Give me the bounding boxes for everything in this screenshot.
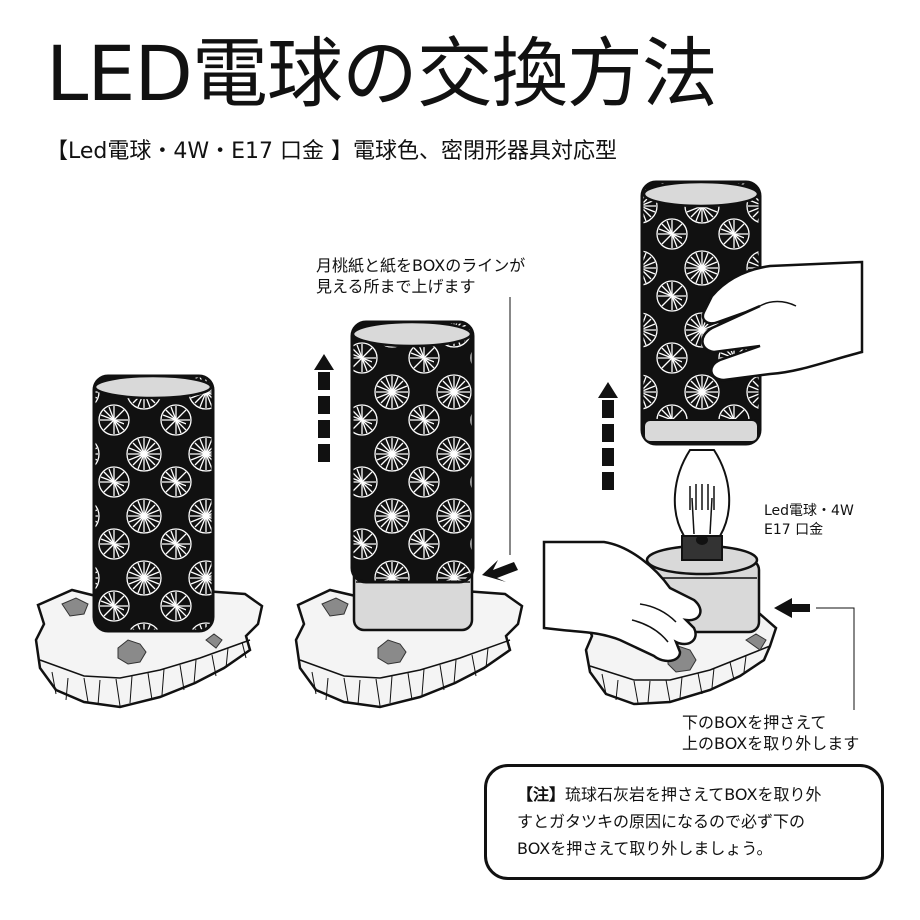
bulb-label-line1: Led電球・4W: [764, 503, 854, 519]
page-subtitle: 【Led電球・4W・E17 口金 】電球色、密閉形器具対応型: [46, 139, 618, 164]
lamp-3: [542, 180, 864, 710]
upper-hand: [701, 260, 864, 382]
lamp-shade-2: [350, 320, 475, 584]
caution-head: 【注】: [517, 785, 566, 804]
caution-text-1: 琉球石灰岩を押さえてBOXを取り外: [565, 785, 822, 804]
caution-line2: すとガタツキの原因になるので必ず下の: [517, 812, 806, 831]
left-arrow-icon: [774, 598, 810, 618]
step3-label: 下のBOXを押さえて 上のBOXを取り外します: [682, 712, 859, 754]
pointer-arrow-icon: [482, 560, 518, 582]
step2-label-line2: 見える所まで上げます: [316, 277, 476, 296]
step2-label: 月桃紙と紙をBOXのラインが 見える所まで上げます: [316, 255, 525, 297]
led-bulb: [673, 449, 731, 561]
up-arrow-icon: [314, 354, 334, 462]
lamp-2: [294, 297, 524, 709]
bulb-label: Led電球・4W E17 口金: [764, 502, 854, 540]
caution-note: 【注】琉球石灰岩を押さえてBOXを取り外 すとガタツキの原因になるので必ず下の …: [484, 764, 884, 880]
step2-label-line1: 月桃紙と紙をBOXのラインが: [316, 256, 526, 275]
caution-line3: BOXを押さえて取り外しましょう。: [517, 839, 773, 858]
lamp-shade-1: [92, 374, 215, 633]
page-title: LED電球の交換方法: [46, 29, 718, 118]
lower-hand: [542, 540, 702, 663]
caution-line1: 【注】琉球石灰岩を押さえてBOXを取り外: [517, 781, 863, 808]
leader-line-3: [816, 607, 855, 710]
step3-label-line1: 下のBOXを押さえて: [682, 713, 827, 732]
lamp-1: [34, 374, 264, 709]
bulb-label-line2: E17 口金: [764, 522, 824, 538]
up-arrow-icon: [598, 382, 618, 490]
step3-label-line2: 上のBOXを取り外します: [682, 734, 860, 753]
